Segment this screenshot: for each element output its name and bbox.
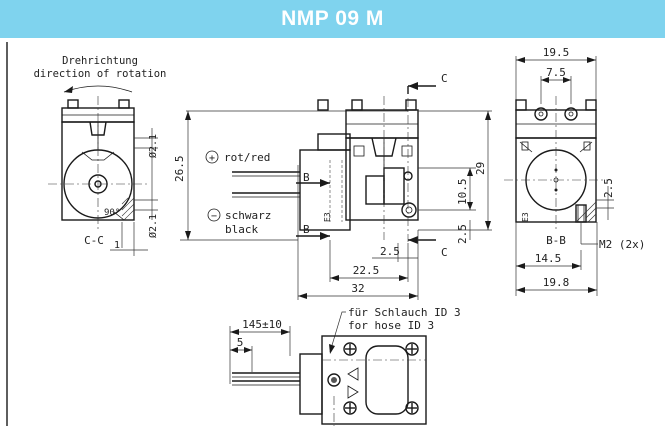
port-circle [564,107,578,121]
dim-19-8: 19.8 [543,276,570,289]
screw-head-icon [405,99,417,111]
dim-diameter-bottom: Ø2.1 [147,214,159,238]
plus-sign: + [209,153,215,164]
screw-head-icon [515,99,527,111]
dim-7-5: 7.5 [546,66,566,79]
cut-c-bottom: C [441,246,448,259]
rotation-arrow-head-icon [64,86,73,93]
dim-2-5-bb: 2.5 [602,178,615,198]
dim-145: 145±10 [242,318,282,331]
minus-terminal-icon [207,208,221,222]
cover-plate [365,345,409,415]
mounting-hole [401,202,417,218]
pump-chamber [345,137,419,221]
dim-2-5-horizontal: 2.5 [380,245,400,258]
screw-head-icon [585,99,597,111]
motor-top [299,353,323,415]
thread-label: M2 (2x) [599,238,645,251]
pump-head-top [321,335,427,425]
dim-22-5: 22.5 [353,264,380,277]
hose-label-de: für Schlauch ID 3 [348,306,461,319]
dim-angle: 90° [104,208,120,218]
dim-26-5: 26.5 [173,156,186,183]
rotation-label-en: direction of rotation [34,68,167,80]
view-section-cc: Drehrichtung direction of rotation [34,55,167,256]
section-label-bb: B-B [546,234,566,247]
section-label-cc: C-C [84,234,104,247]
view-top: für Schlauch ID 3 for hose ID 3 145±10 5 [229,306,461,426]
dim-5: 5 [237,336,244,349]
surface-mark-bb: E3 [521,212,530,222]
dim-19-5: 19.5 [543,46,570,59]
plus-terminal-icon [205,150,219,164]
screw-icon [405,342,419,356]
dim-2-5-vertical: 2.5 [456,224,469,244]
wire-black-label-en: black [225,223,258,236]
hose-connector [327,373,341,387]
cut-b-top: B [303,171,310,184]
port-circle [534,107,548,121]
view-section-bb: 19.5 7.5 E3 [504,46,645,296]
drawing-canvas: Drehrichtung direction of rotation [6,42,645,426]
flow-arrow-icon [347,385,359,399]
rotation-arrow-icon [63,85,133,93]
hose-label-en: for hose ID 3 [348,319,434,332]
page-title: NMP 09 M [281,7,384,30]
screw-icon [343,342,357,356]
dim-1: 1 [114,240,120,251]
dim-diameter-top: Ø2.1 [147,134,159,158]
screw-head-icon [67,99,79,109]
dim-32: 32 [351,282,364,295]
minus-sign: − [211,211,217,222]
wire-red-label: rot/red [224,151,270,164]
technical-drawing: Drehrichtung direction of rotation [0,38,665,426]
dim-10-5: 10.5 [456,179,469,206]
rotation-label-de: Drehrichtung [62,55,138,67]
wire-black-label-de: schwarz [225,209,271,222]
dim-29: 29 [474,162,487,175]
title-bar: NMP 09 M [0,0,665,38]
dim-14-5: 14.5 [535,252,562,265]
screw-head-icon [317,99,329,111]
screw-head-icon [118,99,130,109]
screw-icon [343,401,357,415]
cut-b-bottom: B [303,223,310,236]
screw-head-icon [351,99,363,111]
view-side: 26.5 + rot/red − schwarz black [173,72,492,300]
screw-icon [405,401,419,415]
flow-arrow-icon [347,367,359,381]
cut-c-top: C [441,72,448,85]
surface-mark-side: E3 [323,212,332,222]
